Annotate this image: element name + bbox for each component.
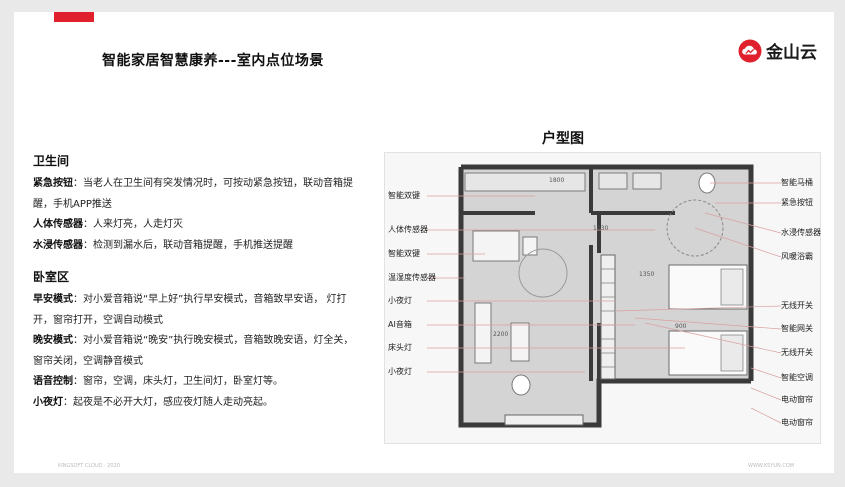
bedroom-text: 早安模式：对小爱音箱说“早上好”执行早安模式，音箱致早安语， 灯打开，窗帘打开，… — [33, 290, 363, 413]
bedroom-heading: 卧室区 — [33, 270, 70, 284]
footer-left: KINGSOFT CLOUD · 2020 — [58, 463, 120, 469]
plan-label-wireless-switch: 无线开关 — [781, 348, 813, 357]
slide: 智能家居智慧康养---室内点位场景 金山云 卫生间 紧急按钮：当老人在卫生间有突… — [14, 12, 834, 473]
accent-bar — [54, 12, 94, 22]
plan-label-night-light: 小夜灯 — [388, 367, 412, 376]
list-item: 小夜灯：起夜是不必开大灯，感应夜灯随人走动亮起。 — [33, 396, 273, 408]
list-item: 人体传感器：人来灯亮，人走灯灭 — [33, 219, 183, 230]
list-item: 早安模式：对小爱音箱说“早上好”执行早安模式，音箱致早安语， 灯打开，窗帘打开，… — [33, 294, 347, 326]
floorplan-title: 户型图 — [542, 131, 584, 147]
plan-label-emergency-button: 紧急按钮 — [781, 198, 813, 207]
dimension-label: 1350 — [639, 271, 655, 278]
plan-label-smart-switch: 智能双键 — [388, 249, 420, 258]
bathroom-heading: 卫生间 — [33, 154, 70, 168]
plan-label-smart-toilet: 智能马桶 — [781, 178, 813, 187]
cloud-logo-icon — [738, 39, 762, 62]
plan-label-smart-ac: 智能空调 — [781, 373, 813, 382]
plan-label-electric-curtain: 电动窗帘 — [781, 395, 813, 404]
plan-label-water-sensor: 水浸传感器 — [781, 228, 821, 237]
dimension-label: 2200 — [493, 331, 509, 338]
dimension-label: 900 — [675, 323, 687, 330]
plan-label-bedside-lamp: 床头灯 — [388, 343, 412, 352]
logo: 金山云 — [738, 38, 817, 63]
plan-label-night-light: 小夜灯 — [388, 296, 412, 305]
list-item: 晚安模式：对小爱音箱说“晚安”执行晚安模式，音箱致晚安语，灯全关，窗帘关闭，空调… — [33, 335, 354, 367]
list-item: 语音控制：窗帘，空调，床头灯，卫生间灯，卧室灯等。 — [33, 376, 283, 387]
list-item: 紧急按钮：当老人在卫生间有突发情况时，可按动紧急按钮，联动音箱提醒，手机APP推… — [33, 178, 353, 210]
bathroom-text: 紧急按钮：当老人在卫生间有突发情况时，可按动紧急按钮，联动音箱提醒，手机APP推… — [33, 174, 363, 256]
plan-label-smart-switch: 智能双键 — [388, 191, 420, 200]
dimension-label: 1030 — [593, 225, 609, 232]
plan-label-motion-sensor: 人体传感器 — [388, 225, 428, 234]
logo-text: 金山云 — [766, 43, 817, 63]
floor-plan-drawing — [427, 164, 782, 428]
plan-label-wireless-switch: 无线开关 — [781, 301, 813, 310]
plan-label-humidity-sensor: 温湿度传感器 — [388, 273, 436, 282]
plan-label-bath-heater: 风暖浴霸 — [781, 252, 813, 261]
plan-label-electric-curtain: 电动窗帘 — [781, 418, 813, 427]
footer-right: WWW.KSYUN.COM — [748, 463, 795, 469]
plan-label-smart-gateway: 智能网关 — [781, 324, 813, 333]
description-column: 卫生间 紧急按钮：当老人在卫生间有突发情况时，可按动紧急按钮，联动音箱提醒，手机… — [33, 152, 363, 413]
page-title: 智能家居智慧康养---室内点位场景 — [102, 53, 324, 69]
floor-plan: 1800 1350 1030 2200 900 智能双键 人体传感器 智能双键 … — [384, 152, 821, 444]
list-item: 水浸传感器：检测到漏水后，联动音箱提醒，手机推送提醒 — [33, 239, 293, 251]
plan-label-ai-speaker: AI音箱 — [388, 320, 412, 329]
dimension-label: 1800 — [549, 177, 565, 184]
